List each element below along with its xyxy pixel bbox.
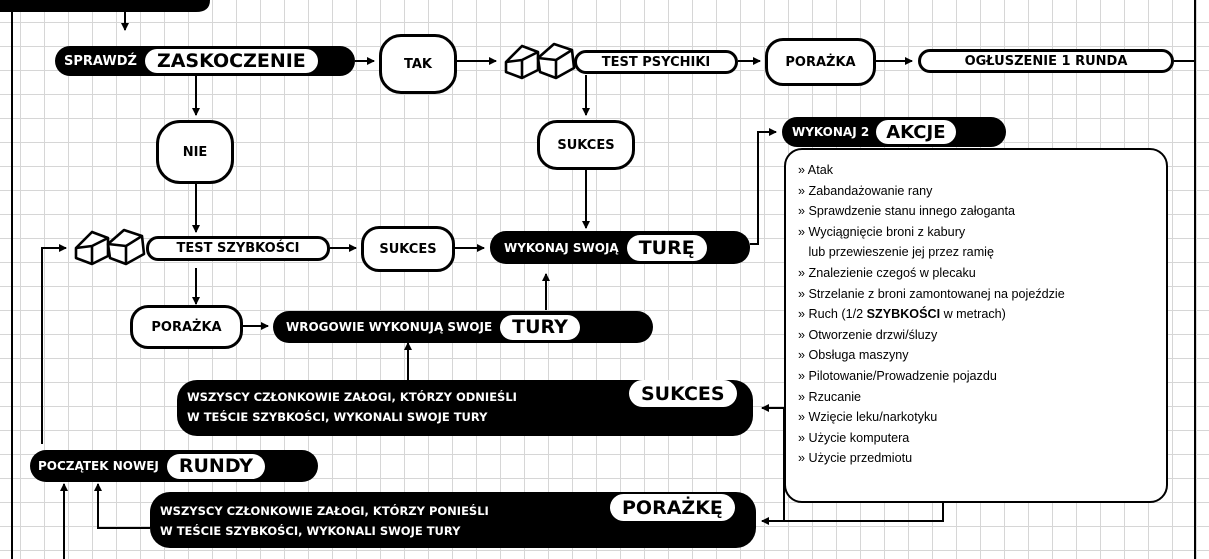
yes-node: TAK (379, 34, 457, 94)
crew-success-word: SUKCES (629, 380, 737, 407)
action-item-movement: » Ruch (1/2 SZYBKOŚCI w metrach) (798, 304, 1065, 325)
speed-test-label: TEST SZYBKOŚCI (176, 241, 300, 256)
arrow-actions-to-crew-fail (761, 503, 944, 525)
movement-prefix: » Ruch (1/2 (798, 307, 867, 322)
actions-header-word: AKCJE (876, 120, 956, 144)
crew-fail-word: PORAŻKĘ (610, 494, 735, 521)
action-item: » Użycie przedmiotu (798, 451, 913, 466)
action-item: » Rzucanie (798, 389, 862, 404)
action-item: » Zabandażowanie rany (798, 183, 933, 198)
actions-header-label: WYKONAJ 2 (792, 125, 870, 139)
crew-fail-node: WSZYSCY CZŁONKOWIE ZAŁOGI, KTÓRZY PONIEŚ… (150, 492, 756, 548)
action-item: » Znalezienie czegoś w plecaku (798, 265, 976, 280)
speed-test-node: TEST SZYBKOŚCI (146, 236, 330, 261)
action-item: » Sprawdzenie stanu innego załoganta (798, 204, 1016, 219)
action-item: » Obsługa maszyny (798, 348, 909, 363)
take-turn-word: TURĘ (626, 234, 707, 261)
stun-node: OGŁUSZENIE 1 RUNDA (918, 49, 1174, 73)
crew-fail-line1: WSZYSCY CZŁONKOWIE ZAŁOGI, KTÓRZY PONIEŚ… (160, 504, 489, 518)
psyche-fail-node: PORAŻKA (765, 38, 876, 86)
enemies-turns-node: WROGOWIE WYKONUJĄ SWOJE TURY (273, 311, 653, 343)
take-turn-node: WYKONAJ SWOJĄ TURĘ (490, 231, 750, 264)
crew-success-node: WSZYSCY CZŁONKOWIE ZAŁOGI, KTÓRZY ODNIEŚ… (177, 380, 753, 436)
no-node: NIE (156, 120, 234, 184)
action-item: » Otworzenie drzwi/śluzy (798, 327, 938, 342)
dice-icon (74, 228, 146, 266)
surprise-word: ZASKOCZENIE (144, 49, 318, 73)
arrow-crew-fail-to-round (94, 483, 150, 529)
enemies-word: TURY (500, 314, 580, 340)
movement-suffix: w metrach) (940, 307, 1006, 322)
action-item: » Wyciągnięcie broni z kabury (798, 224, 966, 239)
stun-label: OGŁUSZENIE 1 RUNDA (964, 53, 1128, 69)
check-surprise-node: SPRAWDŹ ZASKOCZENIE (55, 46, 355, 76)
check-label: SPRAWDŹ (64, 53, 137, 69)
take-turn-label: WYKONAJ SWOJĄ (504, 240, 619, 255)
arrow-round-to-speed (41, 244, 67, 444)
arrow-turn-to-actions (750, 128, 777, 245)
psyche-success-node: SUKCES (537, 120, 635, 170)
speed-success-label: SUKCES (379, 241, 437, 257)
new-round-label: POCZĄTEK NOWEJ (38, 459, 159, 473)
action-item: » Pilotowanie/Prowadzenie pojazdu (798, 368, 997, 383)
action-item: » Strzelanie z broni zamontowanej na poj… (798, 286, 1065, 301)
top-partial-box (0, 0, 210, 12)
enemies-label: WROGOWIE WYKONUJĄ SWOJE (286, 320, 493, 334)
actions-list-box: » Atak » Zabandażowanie rany » Sprawdzen… (784, 148, 1168, 503)
movement-bold: SZYBKOŚCI (866, 307, 941, 322)
psyche-test-node: TEST PSYCHIKI (574, 50, 738, 74)
action-item: » Użycie komputera (798, 430, 910, 445)
dice-icon (504, 42, 576, 80)
action-item: lub przewieszenie jej przez ramię (798, 245, 994, 260)
action-item: » Wzięcie leku/narkotyku (798, 410, 938, 425)
new-round-word: RUNDY (166, 453, 265, 479)
psyche-test-label: TEST PSYCHIKI (601, 54, 711, 70)
speed-success-node: SUKCES (361, 226, 455, 272)
no-label: NIE (182, 144, 208, 160)
speed-fail-label: PORAŻKA (151, 319, 222, 335)
actions-header-node: WYKONAJ 2 AKCJE (782, 117, 1006, 147)
crew-success-line2: W TEŚCIE SZYBKOŚCI, WYKONALI SWOJE TURY (187, 410, 488, 424)
psyche-fail-label: PORAŻKA (785, 54, 856, 70)
speed-fail-node: PORAŻKA (130, 305, 243, 349)
crew-success-line1: WSZYSCY CZŁONKOWIE ZAŁOGI, KTÓRZY ODNIEŚ… (187, 390, 517, 404)
crew-fail-line2: W TEŚCIE SZYBKOŚCI, WYKONALI SWOJE TURY (160, 524, 461, 538)
yes-label: TAK (404, 56, 432, 72)
psyche-success-label: SUKCES (557, 137, 615, 153)
actions-list: » Atak » Zabandażowanie rany » Sprawdzen… (798, 160, 1065, 469)
new-round-node: POCZĄTEK NOWEJ RUNDY (30, 450, 318, 482)
action-item: » Atak (798, 163, 834, 177)
